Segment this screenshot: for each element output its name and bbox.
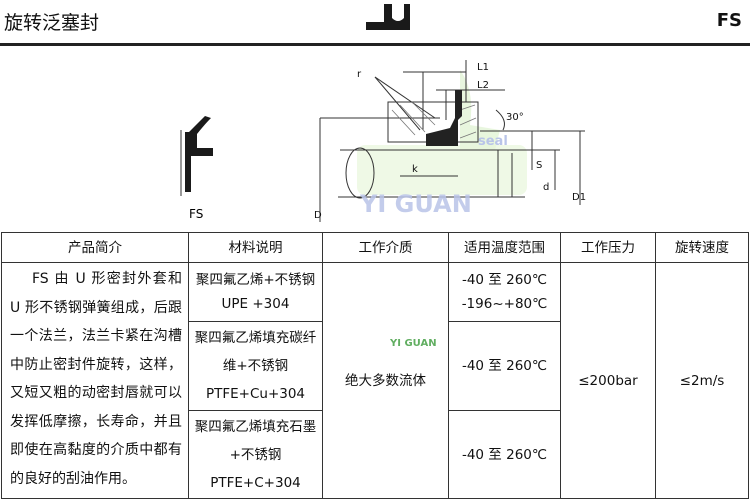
profile-label: FS bbox=[189, 207, 203, 220]
label-angle: 30° bbox=[506, 112, 524, 123]
label-k: k bbox=[412, 164, 418, 175]
page-title: 旋转泛塞封 bbox=[4, 12, 100, 34]
header-cell: 工作压力 bbox=[560, 232, 656, 263]
temperature-range: -40 至 260℃ bbox=[461, 272, 548, 288]
temperature-range-alt: -196~+80℃ bbox=[461, 296, 548, 312]
product-description: FS 由 U 形密封外套和 U 形不锈钢弹簧组成，后跟一个法兰，法兰卡紧在沟槽中… bbox=[1, 262, 189, 499]
label-d: d bbox=[543, 182, 549, 193]
table-header-row: 产品简介 材料说明 工作介质 适用温度范围 工作压力 旋转速度 bbox=[1, 232, 749, 263]
temperature-cell: -40 至 260℃ -196~+80℃ bbox=[448, 262, 561, 322]
spec-table: 产品简介 材料说明 工作介质 适用温度范围 工作压力 旋转速度 FS 由 U 形… bbox=[1, 232, 749, 499]
label-D: D bbox=[314, 210, 322, 221]
material-name: 聚四氟乙烯填充石墨+不锈钢 bbox=[194, 418, 317, 463]
description-text: FS 由 U 形密封外套和 U 形不锈钢弹簧组成，后跟一个法兰，法兰卡紧在沟槽中… bbox=[10, 271, 182, 487]
material-code: PTFE+Cu+304 bbox=[205, 386, 306, 402]
temperature-cell: -40 至 260℃ bbox=[448, 410, 561, 499]
material-name: 聚四氟乙烯+不锈钢 bbox=[195, 272, 316, 288]
watermark-seal: seal bbox=[478, 134, 508, 149]
temperature-cell: -40 至 260℃ bbox=[448, 321, 561, 411]
material-code: PTFE+C+304 bbox=[210, 474, 301, 491]
table-row: FS 由 U 形密封外套和 U 形不锈钢弹簧组成，后跟一个法兰，法兰卡紧在沟槽中… bbox=[1, 262, 749, 499]
label-l2: L2 bbox=[477, 80, 489, 91]
header-divider bbox=[0, 43, 750, 46]
header-cell: 旋转速度 bbox=[655, 232, 749, 263]
material-cell: 聚四氟乙烯填充石墨+不锈钢 PTFE+C+304 bbox=[188, 410, 323, 499]
seal-profile-drawing: FS bbox=[180, 116, 213, 220]
header-cell: 产品简介 bbox=[1, 232, 189, 263]
u-seal-profile-icon bbox=[366, 4, 410, 30]
medium-cell: 绝大多数流体 bbox=[322, 262, 449, 499]
speed-cell: ≤2m/s bbox=[655, 262, 749, 499]
label-r: r bbox=[357, 69, 362, 80]
watermark: YI GUAN bbox=[359, 190, 472, 218]
table-watermark: YI GUAN bbox=[390, 338, 437, 349]
material-cell: 聚四氟乙烯填充碳纤维+不锈钢 PTFE+Cu+304 bbox=[188, 321, 323, 411]
pressure-cell: ≤200bar bbox=[560, 262, 656, 499]
header-cell: 工作介质 bbox=[322, 232, 449, 263]
header-cell: 材料说明 bbox=[188, 232, 323, 263]
installation-drawing: r L1 L2 30° k S d D1 D seal YI GUAN bbox=[314, 60, 586, 222]
material-code: UPE +304 bbox=[221, 296, 290, 312]
header-cell: 适用温度范围 bbox=[448, 232, 561, 263]
label-d1: D1 bbox=[572, 192, 586, 203]
table-row: 聚四氟乙烯填充石墨+不锈钢 PTFE+C+304 -40 至 260℃ bbox=[2, 410, 749, 499]
label-l1: L1 bbox=[477, 62, 489, 73]
series-code: FS bbox=[716, 10, 742, 31]
material-name: 聚四氟乙烯填充碳纤维+不锈钢 bbox=[194, 330, 317, 374]
label-s: S bbox=[536, 160, 542, 171]
material-cell: 聚四氟乙烯+不锈钢 UPE +304 bbox=[188, 262, 323, 322]
